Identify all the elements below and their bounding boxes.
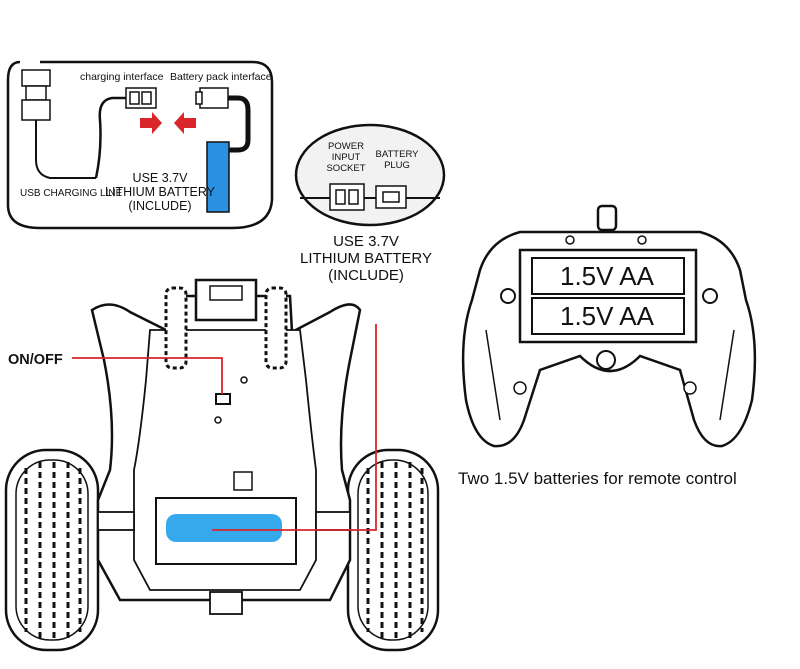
battery-pack-connector-icon — [195, 87, 229, 109]
battery-plug-line2: PLUG — [384, 160, 410, 171]
lithium-label-line3: (INCLUDE) — [328, 267, 404, 284]
right-wheel-icon — [346, 448, 440, 652]
arrow-right-icon — [140, 112, 162, 134]
aa-battery-1 — [531, 257, 685, 295]
arrow-left-icon — [174, 112, 196, 134]
usb-battery-line2: LITHIUM BATTERY — [105, 185, 216, 199]
battery-plug-icon — [375, 185, 407, 209]
aa-battery-1-label: 1.5V AA — [560, 261, 655, 291]
usb-charging-line-label: USB CHARGING LINE — [20, 188, 123, 199]
lithium-battery-icon — [206, 141, 230, 213]
charging-connector-icon — [125, 87, 157, 109]
usb-charging-panel: charging interface Battery pack interfac… — [6, 60, 274, 230]
battery-plug-line1: BATTERY — [376, 149, 420, 160]
on-off-switch[interactable] — [215, 393, 231, 405]
usb-battery-line1: USE 3.7V — [133, 171, 189, 185]
car-battery-icon — [166, 514, 282, 542]
power-input-line2: INPUT — [332, 152, 361, 163]
left-wheel-icon — [4, 448, 100, 652]
battery-wire — [228, 95, 251, 153]
car-body — [4, 278, 440, 652]
power-input-line1: POWER — [328, 141, 364, 152]
battery-leader-line — [212, 324, 377, 531]
aa-battery-2-label: 1.5V AA — [560, 301, 655, 331]
charging-interface-label: charging interface — [80, 71, 164, 83]
aa-battery-2 — [531, 297, 685, 335]
remote-caption: Two 1.5V batteries for remote control — [458, 469, 737, 488]
power-input-socket-icon — [329, 183, 365, 211]
usb-plug-icon — [21, 69, 96, 179]
power-input-line3: SOCKET — [326, 163, 365, 174]
lithium-label-line2: LITHIUM BATTERY — [300, 250, 432, 267]
on-off-label: ON/OFF — [8, 352, 63, 368]
usb-cable — [94, 96, 128, 179]
battery-pack-interface-label: Battery pack interface — [170, 71, 272, 83]
usb-battery-line3: (INCLUDE) — [128, 199, 191, 213]
on-off-leader-line — [72, 357, 223, 394]
socket-panel: POWER INPUT SOCKET BATTERY PLUG — [294, 123, 446, 227]
lithium-label-line1: USE 3.7V — [333, 233, 399, 250]
